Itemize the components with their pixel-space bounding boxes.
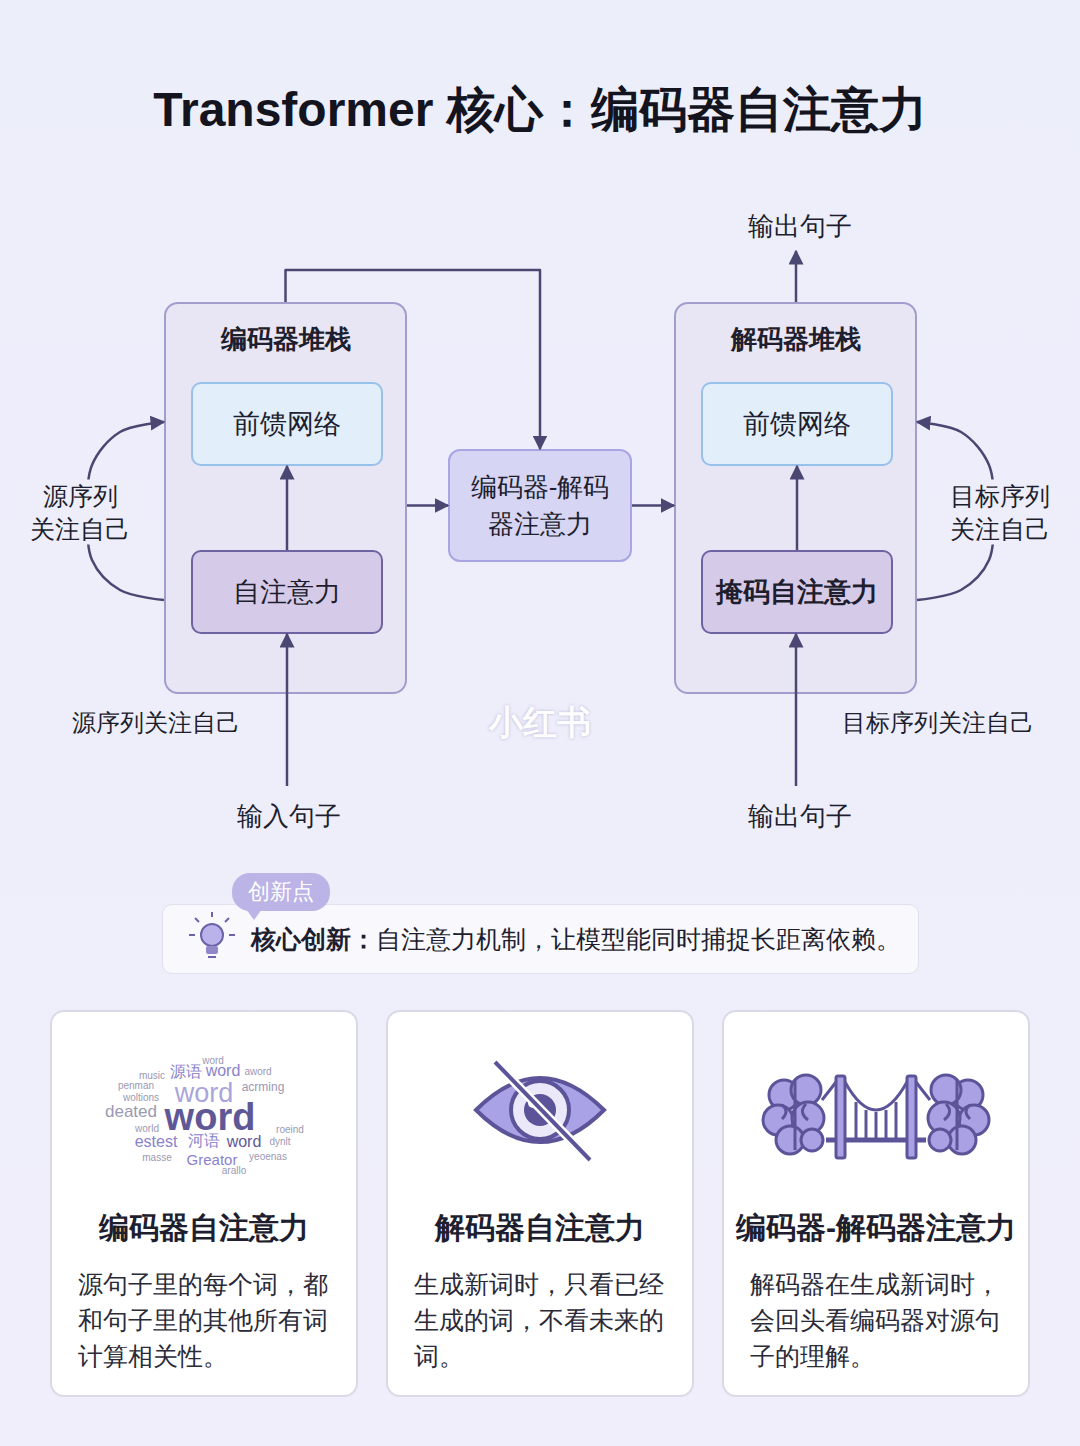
bridge-icon <box>822 1076 930 1158</box>
decoder-stack: 解码器堆栈前馈网络掩码自注意力 <box>674 302 917 694</box>
diagram-title: Transformer 核心：编码器自注意力 <box>0 78 1080 142</box>
feedforward-box: 前馈网络 <box>191 382 383 466</box>
annotation: 目标序列关注自己 <box>842 707 1034 739</box>
card-heading: 编码器自注意力 <box>52 1208 356 1249</box>
info-card: 编码器-解码器注意力解码器在生成新词时，会回头看编码器对源句子的理解。 <box>722 1010 1030 1397</box>
callout-banner: 核心创新：自注意力机制，让模型能同时捕捉长距离依赖。 <box>162 904 919 974</box>
annotation: 源序列关注自己 <box>72 707 240 739</box>
cross-attention-box: 编码器-解码 器注意力 <box>448 449 632 562</box>
output-arrow <box>795 251 798 302</box>
io-label: 输入句子 <box>237 799 341 834</box>
edge-label: 源序列 关注自己 <box>20 480 140 545</box>
io-label: 输出句子 <box>748 209 852 244</box>
encoder-stack: 编码器堆栈前馈网络自注意力 <box>164 302 407 694</box>
callout-text: 自注意力机制，让模型能同时捕捉长距离依赖。 <box>376 923 901 956</box>
card-body: 解码器在生成新词时，会回头看编码器对源句子的理解。 <box>750 1266 1008 1374</box>
flow-arrow <box>286 270 541 449</box>
edge-label: 目标序列 关注自己 <box>940 480 1060 545</box>
tag-label: 创新点 <box>248 877 314 907</box>
card-body: 源句子里的每个词，都和句子里的其他所有词计算相关性。 <box>78 1266 336 1374</box>
card-heading: 解码器自注意力 <box>388 1208 692 1249</box>
box-label: 掩码自注意力 <box>716 574 878 610</box>
callout-heading: 核心创新： <box>251 923 376 956</box>
flow-arrow <box>286 466 289 550</box>
brain-icon <box>928 1075 989 1154</box>
eye-icon <box>476 1062 604 1160</box>
flow-arrow <box>632 504 674 507</box>
brain-icon <box>763 1075 824 1154</box>
box-label: 自注意力 <box>233 574 341 610</box>
flow-arrow <box>407 504 448 507</box>
box-label: 前馈网络 <box>743 406 851 442</box>
stack-heading: 编码器堆栈 <box>166 322 405 357</box>
masked-attention-box: 掩码自注意力 <box>701 550 893 634</box>
info-card: 编码器自注意力源句子里的每个词，都和句子里的其他所有词计算相关性。 <box>50 1010 358 1397</box>
attention-box: 自注意力 <box>191 550 383 634</box>
input-arrow <box>286 634 289 786</box>
bulb-icon <box>189 912 235 957</box>
self-loop-arrow <box>917 422 993 600</box>
input-arrow <box>795 634 798 786</box>
feedforward-box: 前馈网络 <box>701 382 893 466</box>
stack-heading: 解码器堆栈 <box>676 322 915 357</box>
info-card: 解码器自注意力生成新词时，只看已经生成的词，不看未来的词。 <box>386 1010 694 1397</box>
box-label: 前馈网络 <box>233 406 341 442</box>
card-heading: 编码器-解码器注意力 <box>724 1208 1028 1249</box>
self-loop-arrow <box>88 422 164 600</box>
tag-badge: 创新点 <box>232 873 330 911</box>
io-label: 输出句子 <box>748 799 852 834</box>
flow-arrow <box>796 466 799 550</box>
watermark: 小红书 <box>489 700 591 746</box>
box-label: 编码器-解码 器注意力 <box>460 469 620 542</box>
card-body: 生成新词时，只看已经生成的词，不看未来的词。 <box>414 1266 672 1374</box>
